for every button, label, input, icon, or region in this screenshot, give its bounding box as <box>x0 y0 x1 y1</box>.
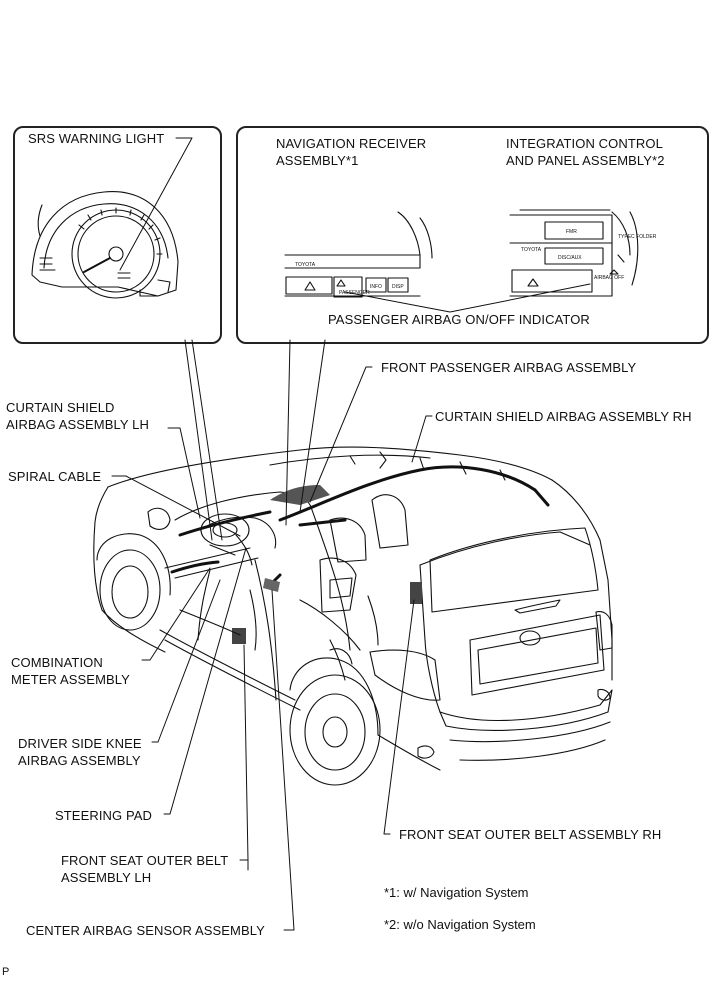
vehicle-body <box>93 446 613 786</box>
front-passenger-airbag-label: FRONT PASSENGER AIRBAG ASSEMBLY <box>381 360 637 375</box>
footnote-no-navigation: *2: w/o Navigation System <box>384 917 536 932</box>
panel-fmr: FMR <box>566 229 577 235</box>
driver-knee-airbag-label: DRIVER SIDE KNEE AIRBAG ASSEMBLY <box>18 736 142 768</box>
integration-panel-label: INTEGRATION CONTROL AND PANEL ASSEMBLY*2 <box>506 136 665 168</box>
curtain-shield-rh-label: CURTAIN SHIELD AIRBAG ASSEMBLY RH <box>435 409 692 424</box>
panel-disc-aux: DISC/AUX <box>558 255 582 261</box>
panel-airbag-off: AIRBAG OFF <box>594 275 624 281</box>
front-belt-rh-label: FRONT SEAT OUTER BELT ASSEMBLY RH <box>399 827 662 842</box>
leader-lines <box>111 137 591 931</box>
navigation-receiver-drawing <box>284 211 433 298</box>
corner-mark: P <box>2 966 10 978</box>
front-belt-lh-label: FRONT SEAT OUTER BELT ASSEMBLY LH <box>61 853 229 885</box>
navigation-receiver-label: NAVIGATION RECEIVER ASSEMBLY*1 <box>276 136 427 168</box>
combination-meter-label: COMBINATION METER ASSEMBLY <box>11 655 130 687</box>
panel-passenger: PASSENGER <box>339 290 370 296</box>
panel-info: INFO <box>370 284 382 290</box>
srs-warning-light-inset <box>13 126 222 344</box>
srs-warning-light-label: SRS WARNING LIGHT <box>28 131 165 146</box>
curtain-shield-lh-label: CURTAIN SHIELD AIRBAG ASSEMBLY LH <box>6 400 149 432</box>
spiral-cable-label: SPIRAL CABLE <box>8 469 102 484</box>
passenger-indicator-label: PASSENGER AIRBAG ON/OFF INDICATOR <box>328 312 590 327</box>
combination-meter-drawing <box>31 191 179 299</box>
panel-disp: DISP <box>392 284 404 290</box>
panel-brand-2: TOYOTA <box>521 247 542 253</box>
panel-typec: TYPEC FOLDER <box>618 234 657 240</box>
footnote-navigation: *1: w/ Navigation System <box>384 885 529 900</box>
steering-pad-label: STEERING PAD <box>55 808 153 823</box>
center-airbag-sensor-label: CENTER AIRBAG SENSOR ASSEMBLY <box>26 923 265 938</box>
panel-brand-1: TOYOTA <box>295 262 316 268</box>
integration-panel-drawing <box>509 209 639 297</box>
